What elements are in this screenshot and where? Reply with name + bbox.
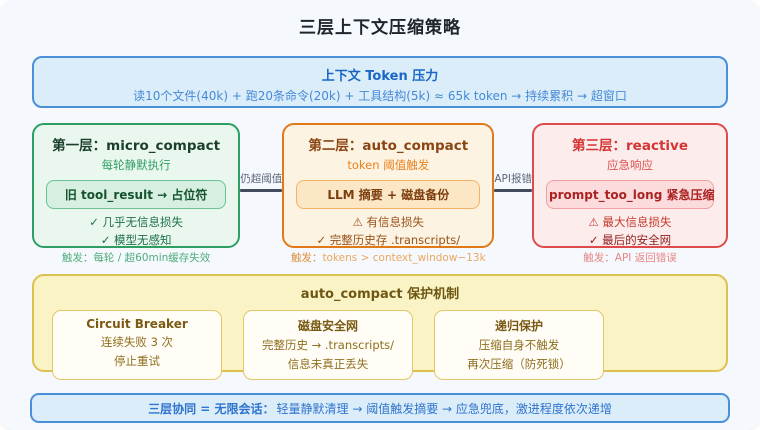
protection-card-title: 递归保护	[494, 319, 543, 333]
token-pressure-title: 上下文 Token 压力	[321, 69, 439, 84]
layer-title: 第二层：auto_compact	[308, 138, 469, 154]
layer-action-pill: LLM 摘要 + 磁盘备份	[296, 180, 481, 209]
protection-mechanisms-box: auto_compact 保护机制 Circuit Breaker 连续失败 3…	[32, 274, 728, 380]
connector-label: 仍超阈值	[240, 173, 283, 185]
arrow-line	[240, 189, 283, 192]
trigger-label: 触发：	[583, 252, 615, 264]
connector-label: API报错	[494, 173, 532, 185]
protection-title: auto_compact 保护机制	[300, 287, 460, 302]
connector-still-over-threshold: 仍超阈值	[240, 123, 283, 248]
trigger-label: 触发：	[61, 252, 94, 264]
layer-subtitle: 应急响应	[607, 158, 653, 172]
trigger-value: API 返回错误	[614, 252, 677, 264]
synergy-summary-bar: 三层协同 = 无限会话：轻量静默清理 → 阈值触发摘要 → 应急兜底，激进程度依…	[30, 393, 730, 423]
layer-action-pill: prompt_too_long 紧急压缩	[546, 180, 714, 209]
protection-cards: Circuit Breaker 连续失败 3 次 停止重试 磁盘安全网 完整历史…	[34, 310, 726, 380]
protection-card-line: 停止重试	[114, 354, 160, 368]
layer-subtitle: 每轮静默执行	[101, 158, 171, 172]
protection-card-title: Circuit Breaker	[86, 317, 188, 331]
summary-text: 轻量静默清理 → 阈值触发摘要 → 应急兜底，激进程度依次递增	[276, 401, 612, 416]
layer-trigger: 触发：API 返回错误	[534, 250, 726, 265]
connector-api-error: API报错	[494, 123, 532, 248]
protection-card-line: 连续失败 3 次	[100, 335, 174, 349]
layer-point: ✓ 最后的安全网	[588, 233, 672, 247]
layer-point: ⚠ 有信息损失	[352, 215, 425, 229]
arrow-line	[494, 189, 532, 192]
protection-card-line: 再次压缩（防死锁）	[467, 357, 571, 371]
layer-point: ⚠ 最大信息损失	[588, 215, 672, 229]
token-pressure-box: 上下文 Token 压力 读10个文件(40k) + 跑20条命令(20k) +…	[32, 56, 728, 108]
page-title: 三层上下文压缩策略	[299, 18, 461, 38]
trigger-label: 触发：	[290, 252, 323, 264]
protection-card-circuit-breaker: Circuit Breaker 连续失败 3 次 停止重试	[52, 310, 222, 380]
layer-reactive: 第三层：reactive 应急响应 prompt_too_long 紧急压缩 ⚠…	[532, 123, 728, 264]
summary-prefix: 三层协同 = 无限会话：	[148, 401, 275, 416]
protection-card-recursion-guard: 递归保护 压缩自身不触发 再次压缩（防死锁）	[434, 310, 604, 380]
layer-point: ✓ 完整历史存 .transcripts/	[316, 233, 461, 247]
protection-card-line: 信息未真正丢失	[287, 357, 369, 371]
protection-card-line: 完整历史 → .transcripts/	[261, 338, 395, 352]
protection-card-disk-safety-net: 磁盘安全网 完整历史 → .transcripts/ 信息未真正丢失	[243, 310, 413, 380]
protection-card-line: 压缩自身不触发	[478, 338, 560, 352]
layer-title: 第三层：reactive	[572, 138, 688, 154]
layer-subtitle: token 阈值触发	[347, 158, 430, 172]
protection-card-title: 磁盘安全网	[297, 319, 358, 333]
layer-trigger: 触发：每轮 / 超60min缓存失效	[34, 250, 238, 265]
trigger-value: tokens > context_window−13k	[322, 252, 486, 264]
layer-micro-compact: 第一层：micro_compact 每轮静默执行 旧 tool_result →…	[32, 123, 241, 264]
layers-row: 第一层：micro_compact 每轮静默执行 旧 tool_result →…	[32, 123, 728, 264]
layer-auto-compact: 第二层：auto_compact token 阈值触发 LLM 摘要 + 磁盘备…	[282, 123, 495, 264]
token-pressure-detail: 读10个文件(40k) + 跑20条命令(20k) + 工具结构(5k) ≈ 6…	[133, 89, 627, 103]
layer-action-pill: 旧 tool_result → 占位符	[46, 180, 227, 209]
layer-point: ✓ 几乎无信息损失	[89, 215, 183, 229]
trigger-value: 每轮 / 超60min缓存失效	[93, 252, 211, 264]
layer-point: ✓ 模型无感知	[100, 233, 172, 247]
layer-title: 第一层：micro_compact	[52, 138, 221, 154]
layer-trigger: 触发：tokens > context_window−13k	[284, 250, 492, 265]
